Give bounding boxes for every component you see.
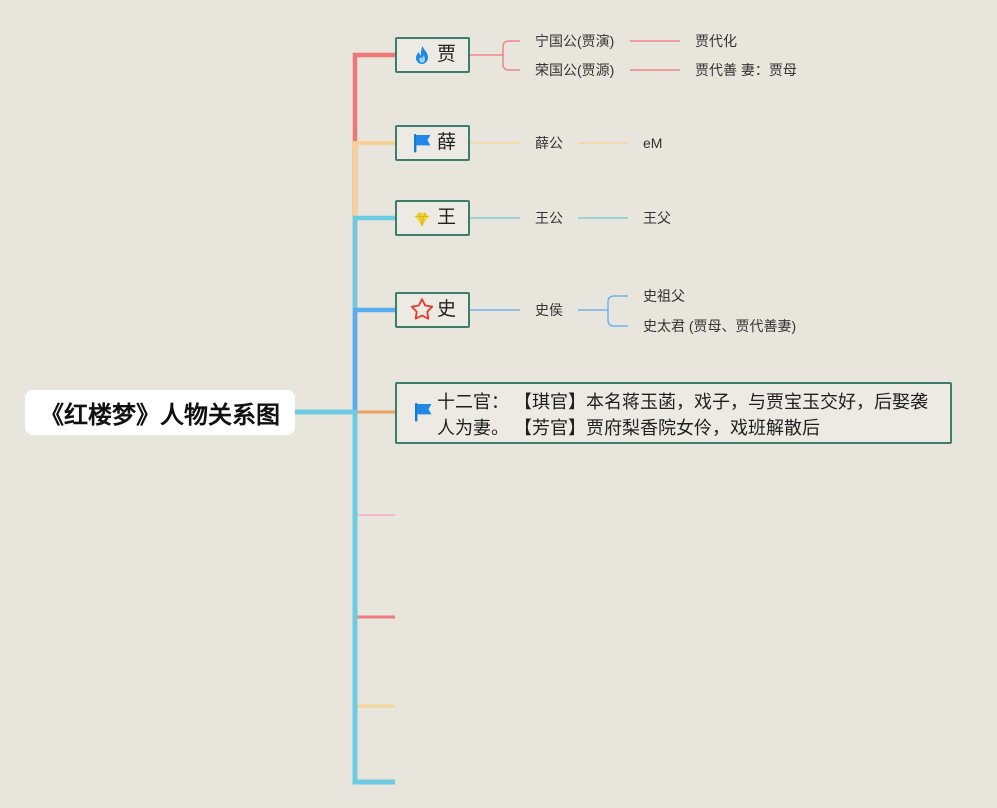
- topic-wanggong[interactable]: 王公: [535, 210, 563, 226]
- gem-icon: [413, 210, 431, 228]
- topic-jia-daihua[interactable]: 贾代化: [695, 33, 737, 49]
- grandchild-bracket-shihou: [607, 295, 628, 327]
- topic-jia-label: 贾: [437, 44, 457, 65]
- branch-connectors: [295, 52, 395, 785]
- flag-icon: [413, 402, 433, 422]
- topic-shi-taijun[interactable]: 史太君 (贾母、贾代善妻): [643, 318, 797, 334]
- root-topic[interactable]: 《红楼梦》人物关系图: [25, 390, 295, 435]
- child-bracket-jia: [502, 40, 520, 71]
- topic-shi-zufu[interactable]: 史祖父: [643, 288, 685, 304]
- flag-icon: [412, 133, 432, 153]
- branch-connector-empty-4: [295, 409, 395, 785]
- topic-shi-label: 史: [437, 299, 457, 320]
- branch-connector-wang: [295, 215, 395, 415]
- star-icon: [410, 298, 434, 322]
- topic-twelve-actresses[interactable]: 十二官： 【琪官】本名蒋玉菡，戏子，与贾宝玉交好，后娶袭人为妻。 【芳官】贾府梨…: [395, 382, 952, 444]
- topic-xue-label: 薛: [437, 132, 457, 153]
- branch-connector-shi: [295, 307, 395, 415]
- topic-jia-daishan[interactable]: 贾代善 妻：贾母: [695, 62, 797, 78]
- topic-ningguogong[interactable]: 宁国公(贾演): [535, 33, 615, 49]
- branch-connector-jia: [295, 52, 395, 415]
- branch-connector-empty-3: [295, 410, 395, 708]
- topic-em[interactable]: eM: [643, 135, 663, 151]
- topic-rongguogong[interactable]: 荣国公(贾源): [535, 62, 615, 78]
- topic-twelve-actresses-text: 十二官： 【琪官】本名蒋玉菡，戏子，与贾宝玉交好，后娶袭人为妻。 【芳官】贾府梨…: [437, 392, 928, 438]
- branch-connector-empty-1: [295, 411, 395, 516]
- topic-wangfu[interactable]: 王父: [643, 210, 671, 226]
- fire-icon: [412, 45, 432, 65]
- topic-wang-label: 王: [437, 207, 457, 228]
- topic-shihou[interactable]: 史侯: [535, 302, 563, 318]
- root-topic-title: 《红楼梦》人物关系图: [40, 402, 280, 429]
- topic-xuegong[interactable]: 薛公: [535, 135, 563, 151]
- child-connectors: [470, 40, 680, 327]
- topic-wang[interactable]: 王: [395, 200, 470, 236]
- branch-connector-xue: [295, 141, 395, 414]
- topic-jia[interactable]: 贾: [395, 37, 470, 73]
- topic-xue[interactable]: 薛: [395, 125, 470, 161]
- topic-shi[interactable]: 史: [395, 292, 470, 328]
